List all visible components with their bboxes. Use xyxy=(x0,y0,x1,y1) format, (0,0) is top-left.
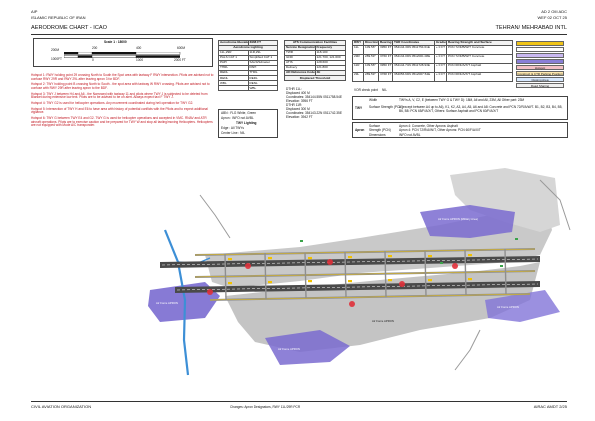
scale-m-tick: 400 xyxy=(136,45,142,50)
apron-label-south: Air Force APRON xyxy=(278,347,300,351)
military-area-east xyxy=(485,290,560,322)
access-road xyxy=(454,329,481,371)
scale-title: Scale 1 : 18000 xyxy=(104,40,127,44)
runway-centerline xyxy=(176,283,539,291)
hotspot-note-6: Hotspot 6: TWY G between TWY E4 and G2. … xyxy=(31,116,213,128)
apron-surface-label: Surface xyxy=(369,123,380,128)
vor-label: VOR check point xyxy=(354,88,378,92)
legend-swatch: Hotspot xyxy=(516,65,564,70)
hotspot-note-4: Hotspot 4: TWY G2 is used for helicopter… xyxy=(31,101,194,106)
hotspot-note-5: Hotspot 5: Intersection of TWY H and E6 … xyxy=(31,106,208,115)
scale-bar-graphic xyxy=(64,52,181,58)
taxiway-centerline xyxy=(194,248,536,256)
apron-strength-label: Strength (PCN) xyxy=(369,128,391,132)
apron-label-center: Air Force APRON xyxy=(372,319,394,323)
communication-table: ATS Communication Facilities Service Des… xyxy=(284,39,346,82)
rwy-col-header: Bearing Strength and Surface xyxy=(446,39,513,47)
taxiway-centerline xyxy=(194,270,536,278)
twy-surface-value: A (except between A4 up to A6), K1, K2, … xyxy=(399,105,563,113)
effective-date: WEF 02 OCT 25 xyxy=(537,15,568,20)
scale-ft-label: 1000FT xyxy=(51,57,62,61)
twy-width-value: TWYs A, V, C2, E (between TWY G & TWY D)… xyxy=(399,97,525,102)
twy-label: TWY xyxy=(355,106,363,110)
footer-divider xyxy=(31,401,567,402)
apron-label-east: Air Force APRON xyxy=(497,305,519,309)
displaced-threshold-title: Displaced Threshold xyxy=(284,75,346,82)
apron-label-military: Air Force APRON (Military Area) xyxy=(438,217,478,221)
apron-dim-label: Dimensions xyxy=(369,132,386,137)
lighting-cell: WBL xyxy=(247,85,278,92)
rwy-cell: PCN 68/F/A/X/T Asphalt xyxy=(446,72,513,83)
footer-changes: Changes: Apron Designators, RWY 11L/29R … xyxy=(230,405,301,409)
apron-surface-value: Apron 4: Concrete, Other Aprons: Asphalt xyxy=(399,123,458,128)
scale-bar-box: Scale 1 : 18000 200M 1000FT 0 400 600M 2… xyxy=(33,38,213,67)
military-area-north xyxy=(420,205,515,238)
hotspot-markers xyxy=(207,259,458,307)
dthr-details: DTHR 11L: Displaced 400 M Coordinates: 3… xyxy=(286,87,348,119)
taxiway-info-box: TWY Width TWYs A, V, C2, E (between TWY … xyxy=(352,96,568,120)
dthr-line: Coordinates: 354144.55N 0511758.54E xyxy=(286,95,342,99)
hotspot-notes: Hotspot 1: RWY holding point 29 crossing… xyxy=(31,73,215,128)
dthr-line: DTHR 11L: xyxy=(286,87,302,91)
apron-label: Apron xyxy=(355,128,365,132)
taxiway-connectors xyxy=(224,248,507,301)
legend-swatch xyxy=(516,53,564,58)
taxiway-centerline xyxy=(209,293,531,301)
legend-swatch: Construct & CTR Parking Position xyxy=(516,71,564,76)
northeast-zone xyxy=(450,168,560,232)
holding-position-signs xyxy=(228,254,472,285)
military-area-south xyxy=(265,330,350,365)
parking-markers xyxy=(300,238,518,267)
chart-reference: AD 2 OIII ADC xyxy=(541,9,567,14)
scale-ft-tick: 1000 xyxy=(136,57,144,62)
dthr-line: Coordinates: 354143.22N 0511742.35E xyxy=(286,111,342,115)
apron-strength-value: Apron 4: PCN 72/R/A/W/T, Other Aprons: P… xyxy=(399,128,481,132)
footer-amendment: AIRAC AMDT 2/25 xyxy=(533,404,567,409)
twy-width-label: Width xyxy=(369,97,378,102)
hotspot-note-1: Hotspot 1: RWY holding point 29 crossing… xyxy=(31,73,214,81)
dthr-line: DTHR 11R: xyxy=(286,103,303,107)
state-name: ISLAMIC REPUBLIC OF IRAN xyxy=(31,15,86,20)
apron-label-west: Air Force APRON xyxy=(156,301,178,305)
apron-info-box: Apron Surface Apron 4: Concrete, Other A… xyxy=(352,122,568,138)
dthr-line: Displaced 300 M xyxy=(286,107,310,111)
apron-dim-value: INFO not AVBL xyxy=(399,132,421,137)
runway-table: RWY Direction Bearing THR Coordinates Gr… xyxy=(352,39,513,83)
scale-m-label: 200M xyxy=(51,48,59,52)
abn-box: ABN : FLG White, Green Apron : INFO not … xyxy=(218,109,278,138)
abn-line: Edge : All TWYs xyxy=(221,126,244,130)
dthr-line: Elevation: 3942 FT xyxy=(286,115,313,119)
header-divider xyxy=(31,33,567,35)
dthr-line: Elevation: 3956 FT xyxy=(286,99,313,103)
hotspot-note-3: Hotspot 3: TWY J between H4 and A6 - the… xyxy=(31,91,208,100)
scale-m-tick: 200 xyxy=(92,45,98,50)
chart-title: AERODROME CHART - ICAO xyxy=(31,25,107,31)
access-road xyxy=(539,179,571,231)
abn-line: ABN : FLG White, Green xyxy=(221,111,257,115)
water-canal xyxy=(163,229,190,376)
dthr-line: Displaced 400 M xyxy=(286,91,310,95)
twy-surface-label: Surface Strength (PCN) xyxy=(369,105,403,109)
legend-swatch xyxy=(516,59,564,64)
scale-m-tick: 600M xyxy=(177,45,185,50)
runway-11l-29r xyxy=(160,256,540,268)
abn-line: Center Line : NIL xyxy=(221,130,246,135)
twy-lighting-title: TWY Lighting xyxy=(236,121,257,125)
hotspot-note-2: Hotspot 2: TWY holding point B crossing … xyxy=(31,82,210,91)
aip-label: AIP xyxy=(31,9,38,14)
legend-swatch: Closing Area xyxy=(516,77,564,82)
scale-ft-tick: 2000 FT xyxy=(174,57,186,62)
abn-line: Apron : INFO not AVBL xyxy=(221,115,254,120)
legend-swatch: Road Sharing xyxy=(516,83,564,88)
access-road xyxy=(199,194,231,239)
aerodrome-lighting-table: Aerodrome Elevation3968 FT Aerodrome Lig… xyxy=(218,39,278,92)
vor-value: NIL xyxy=(382,88,387,92)
aerodrome-name: TEHRAN/ MEHRABAD INTL xyxy=(495,25,567,31)
footer-organization: CIVIL AVIATION ORGANIZATION xyxy=(31,404,92,409)
legend-swatch xyxy=(516,41,564,46)
scale-m-tick: 0 xyxy=(92,57,94,62)
legend-swatch xyxy=(516,47,564,52)
